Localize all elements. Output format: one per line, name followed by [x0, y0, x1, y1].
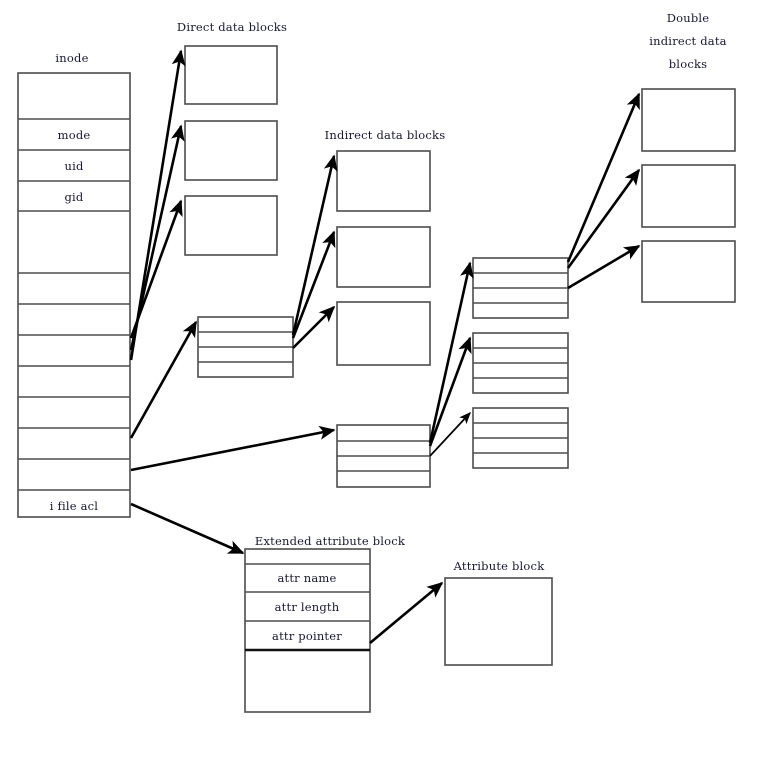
ea-row-label-attr-length: attr length — [275, 600, 340, 614]
inode-row-label-i-file-acl: i file acl — [50, 499, 99, 513]
arrow-pointer-table-1-to-indirect-block-3 — [292, 305, 336, 349]
ea-row-label-attr-name: attr name — [277, 571, 336, 585]
indirect-data-blocks-group — [336, 150, 431, 366]
arrow-pointer-table-2-to-di-pointer-table-3 — [429, 412, 471, 457]
arrow-pointer-table-2-to-di-pointer-table-2 — [428, 336, 472, 447]
ea-row-label-attr-pointer: attr pointer — [272, 629, 342, 643]
double-indirect-data-blocks-group — [641, 88, 736, 303]
direct-block-1 — [184, 45, 278, 105]
inode-table-outline — [17, 72, 131, 518]
inode-row-label-gid: gid — [64, 190, 83, 204]
indirect-block-3 — [336, 301, 431, 366]
caption-indirect-data-blocks: Indirect data blocks — [325, 128, 446, 142]
arrow-pointer-table-1-to-indirect-block-1 — [291, 154, 338, 336]
arrow-inode-to-indirect-pointer-table-1 — [129, 320, 198, 439]
double-indirect-pointer-table-3 — [472, 407, 569, 469]
inode-table: mode uid gid i file acl — [17, 72, 131, 518]
caption-double-indirect-line-1: Double — [667, 11, 710, 25]
indirect-block-2 — [336, 226, 431, 288]
double-indirect-pointer-table-1 — [472, 257, 569, 319]
arrow-attr-pointer-to-attribute-block — [369, 582, 444, 644]
caption-attribute-block: Attribute block — [453, 559, 546, 573]
double-indirect-pointer-table-2 — [472, 332, 569, 394]
indirect-block-1 — [336, 150, 431, 212]
caption-direct-data-blocks: Direct data blocks — [177, 20, 287, 34]
indirect-pointer-table-2 — [336, 424, 431, 488]
direct-data-blocks-group — [184, 45, 278, 256]
extended-attribute-block-outline — [244, 548, 371, 713]
inode-row-label-mode: mode — [58, 128, 91, 142]
arrow-pointer-table-2-to-di-pointer-table-1 — [428, 261, 474, 444]
caption-double-indirect-line-2: indirect data — [649, 34, 726, 48]
inode-row-label-uid: uid — [64, 159, 83, 173]
arrow-di-pointer-table-1-to-block-2 — [566, 168, 641, 269]
direct-block-2 — [184, 120, 278, 181]
extended-attribute-block: attr name attr length attr pointer — [244, 548, 371, 713]
arrow-inode-to-indirect-pointer-table-2 — [130, 425, 336, 472]
caption-extended-attribute-block: Extended attribute block — [255, 534, 406, 548]
arrow-di-pointer-table-1-to-block-3 — [567, 244, 641, 290]
arrow-inode-to-extended-attribute-block — [130, 502, 245, 555]
direct-block-3 — [184, 195, 278, 256]
double-indirect-block-1 — [641, 88, 736, 152]
arrow-pointer-table-1-to-indirect-block-2 — [291, 230, 336, 339]
indirect-pointer-table-1 — [197, 316, 294, 378]
double-indirect-block-2 — [641, 164, 736, 228]
arrow-di-pointer-table-1-to-block-1 — [566, 92, 641, 263]
caption-inode: inode — [55, 51, 88, 65]
caption-double-indirect-line-3: blocks — [669, 57, 707, 71]
arrow-inode-to-direct-block-3 — [129, 199, 183, 339]
double-indirect-block-3 — [641, 240, 736, 303]
attribute-block — [444, 577, 553, 666]
